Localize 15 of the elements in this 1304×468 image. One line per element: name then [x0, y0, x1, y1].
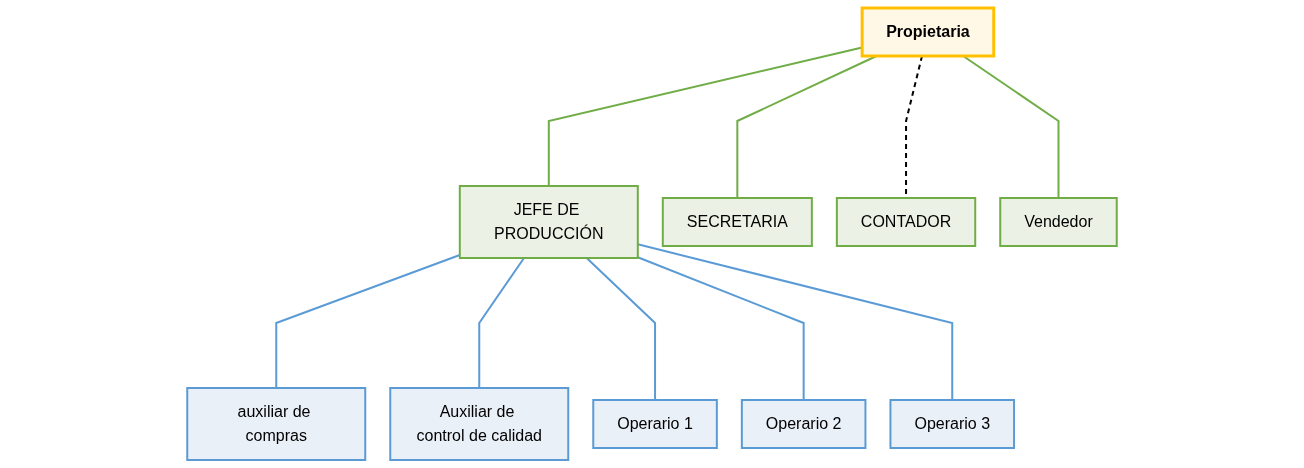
- node-box: JEFE DE PRODUCCIÓN: [458, 185, 639, 259]
- connector: [478, 257, 525, 389]
- connector: [636, 256, 805, 401]
- node-box: SECRETARIA: [661, 197, 813, 247]
- node-box: Operario 1: [592, 399, 718, 449]
- node-box: Propietaria: [860, 6, 996, 58]
- connector: [585, 257, 657, 401]
- node-box: Operario 3: [889, 399, 1016, 449]
- connector: [275, 254, 461, 389]
- node-box: CONTADOR: [835, 197, 977, 247]
- node-box: Auxiliar de control de calidad: [389, 387, 570, 461]
- node-box: Vendedor: [999, 197, 1118, 247]
- node-box: auxiliar de compras: [186, 387, 367, 461]
- connector: [636, 243, 954, 401]
- node-box: Operario 2: [740, 399, 867, 449]
